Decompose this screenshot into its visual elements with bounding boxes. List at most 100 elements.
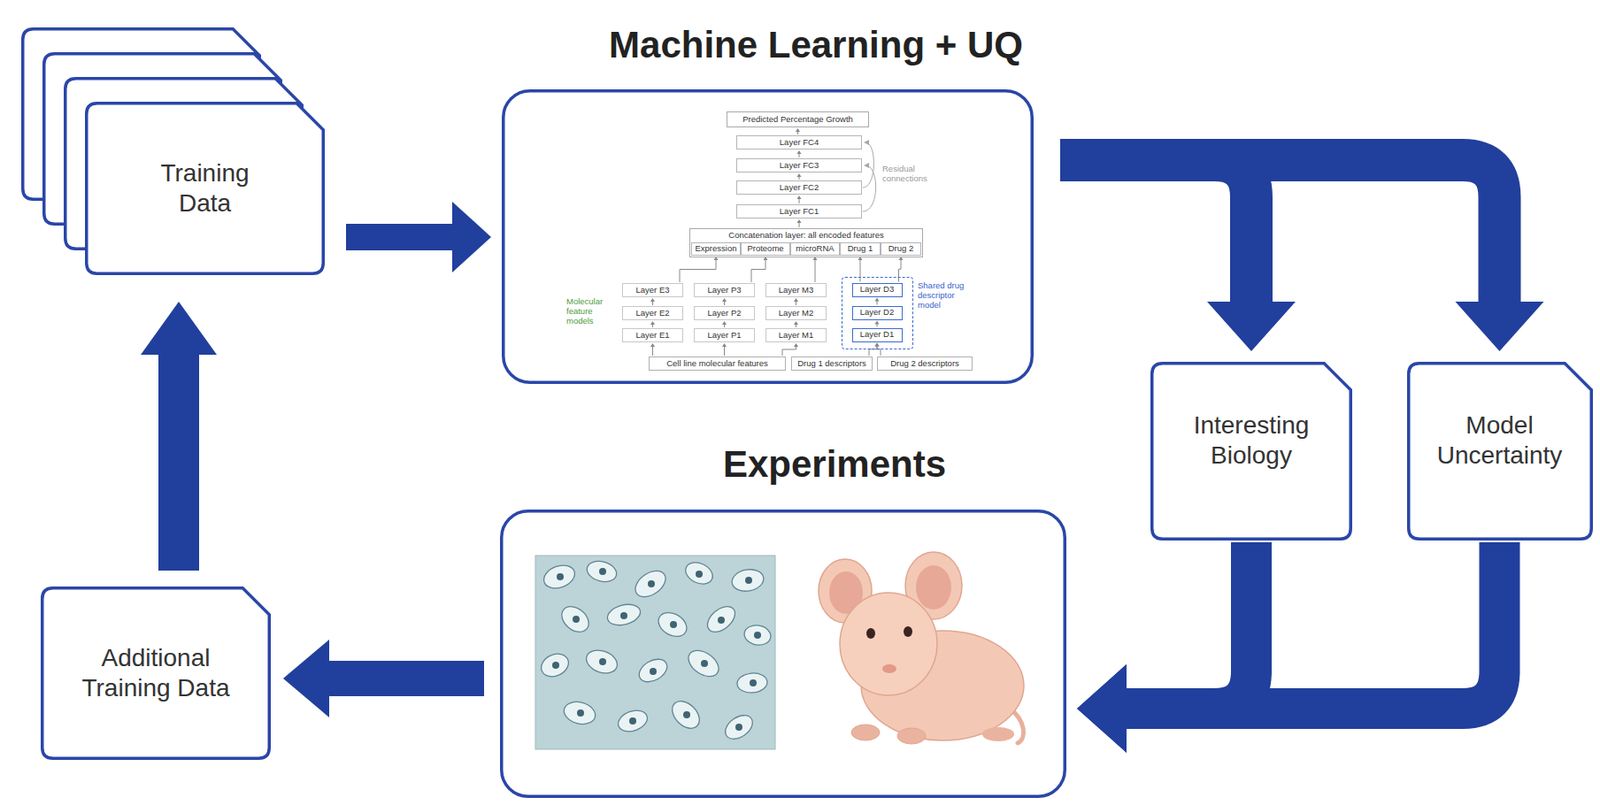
arrowhead — [722, 343, 727, 347]
layer-box: Layer E2 — [622, 306, 684, 321]
layer-arrow — [650, 298, 655, 306]
nucleus — [649, 668, 657, 676]
nucleus — [620, 612, 628, 620]
cell — [584, 558, 620, 585]
document-label: Model Uncertainty — [1420, 410, 1580, 470]
nucleus — [669, 621, 677, 629]
arrow-shaft — [652, 346, 654, 356]
residual-arc — [862, 165, 877, 212]
nucleus — [647, 580, 655, 588]
panel-heading: Experiments — [569, 443, 1100, 486]
nucleus — [572, 615, 580, 624]
layer-box: Layer M2 — [765, 306, 827, 321]
group-label-holder: Shared drug descriptor model — [917, 281, 973, 311]
arrowhead — [650, 298, 655, 302]
feature-cell: microRNA — [790, 242, 840, 256]
cell — [540, 561, 578, 593]
layer-label: Layer P3 — [707, 285, 741, 295]
nucleus — [695, 570, 703, 578]
layer-box: Layer FC3 — [736, 158, 862, 173]
arrow-shaft — [751, 259, 766, 283]
document-label: Training Data — [138, 158, 272, 218]
cell — [721, 710, 757, 745]
cell — [736, 672, 769, 695]
layer-label: Layer FC1 — [779, 207, 819, 216]
layer-arrow — [899, 256, 904, 283]
document-outline — [1152, 363, 1352, 540]
layer-label: Drug 1 — [847, 244, 874, 254]
flow-arrow — [283, 639, 485, 718]
layer-arrow — [722, 343, 727, 356]
nucleus — [552, 661, 560, 670]
cell — [684, 645, 724, 682]
nucleus — [576, 709, 585, 717]
layer-label: Cell line molecular features — [666, 359, 769, 369]
layer-arrow — [875, 298, 880, 306]
arrow-shaft — [1125, 542, 1500, 709]
layer-label: Drug 2 — [888, 244, 915, 254]
layer-box: Layer E1 — [622, 328, 684, 343]
mouse-head — [839, 592, 938, 696]
layer-arrow — [858, 256, 863, 283]
layer-box: Layer P3 — [693, 283, 755, 298]
layer-box: Layer D1 — [852, 328, 903, 343]
layer-label: Predicted Percentage Growth — [742, 115, 854, 124]
flow-arrow — [1076, 542, 1500, 754]
cell — [635, 654, 671, 687]
outline — [84, 101, 325, 276]
layer-label: Layer M2 — [778, 308, 815, 318]
outline — [500, 509, 1067, 799]
document-outline — [1407, 363, 1592, 540]
feature-cell: Drug 2 — [880, 242, 922, 256]
arrow-shaft — [899, 259, 902, 283]
arrow-shaft — [815, 259, 816, 283]
layer-arrow — [797, 219, 802, 228]
layer-box: Layer FC1 — [736, 204, 862, 219]
layer-arrow — [679, 256, 719, 283]
nucleus — [599, 568, 607, 576]
cell — [653, 607, 691, 642]
arrowhead — [452, 201, 492, 273]
feature-cell: Proteome — [740, 242, 791, 256]
cell — [561, 699, 599, 728]
layer-label: Proteome — [746, 244, 784, 254]
nucleus — [683, 711, 691, 719]
layer-arrow — [813, 256, 818, 283]
cell — [556, 601, 593, 638]
document-label: Additional Training Data — [67, 643, 245, 703]
layer-arrow — [751, 256, 769, 283]
arrowhead — [875, 321, 880, 325]
experiment-panel: Experiments — [500, 509, 1067, 799]
arrow-shaft — [723, 346, 725, 356]
residual-arrowhead — [863, 139, 870, 146]
mouse-foot — [851, 724, 880, 741]
layer-label: Concatenation layer: all encoded feature… — [690, 229, 923, 240]
shared-model-group: Shared drug descriptor modelLayer D3Laye… — [841, 276, 914, 350]
output-document: Interesting Biology — [1150, 361, 1353, 541]
layer-label: Layer E1 — [635, 330, 670, 340]
arrow-shaft — [782, 346, 797, 356]
nude-mouse — [818, 552, 1024, 745]
nucleus — [749, 679, 757, 687]
arrowhead — [875, 343, 880, 347]
arrow-shaft — [876, 346, 881, 357]
flow-arrow — [140, 301, 217, 571]
layer-label: Drug 2 descriptors — [890, 359, 960, 369]
arrowhead — [140, 301, 217, 355]
mouse-inner-ear — [915, 565, 952, 610]
arrowhead — [1455, 301, 1545, 352]
arrowhead — [1076, 664, 1127, 754]
nucleus — [700, 660, 708, 668]
nucleus — [717, 616, 725, 624]
cell — [702, 601, 740, 638]
flow-arrow — [1060, 160, 1296, 352]
input-box: Drug 1 descriptors — [791, 356, 873, 371]
mouse-foot — [982, 727, 1015, 742]
nucleus — [745, 576, 753, 585]
outline — [40, 586, 271, 761]
arrowhead — [722, 321, 727, 325]
group-label: Shared drug descriptor model — [917, 281, 973, 311]
cell — [615, 707, 650, 736]
layer-label: Layer FC2 — [779, 183, 819, 193]
